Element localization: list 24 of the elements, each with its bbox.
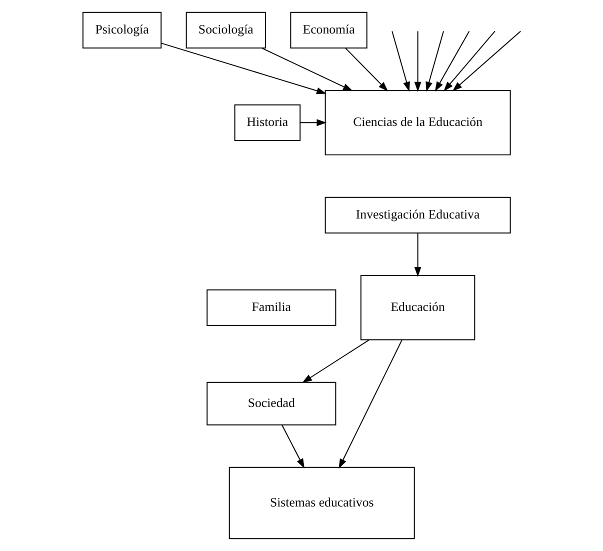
arrow [160,42,326,94]
node-box: Sociología [185,12,266,48]
arrow [414,30,421,92]
node-box: Economía [290,12,367,48]
node-box: Sociedad [206,382,336,426]
arrow [299,119,326,126]
node-box: Psicología [82,12,162,48]
arrow [452,30,521,92]
arrow [261,48,352,92]
arrow [344,48,388,92]
arrow [338,339,402,469]
node-box: Ciencias de la Educación [324,90,510,156]
node-box: Educación [360,275,475,340]
arrow [281,424,304,469]
node-box: Investigación Educativa [324,196,510,234]
arrow [391,30,410,92]
arrow [302,339,370,383]
arrow [434,30,470,92]
arrow [425,30,444,92]
node-box: Sistemas educativos [228,466,414,540]
arrow [414,232,421,277]
node-box: Historia [234,104,300,141]
node-box: Familia [206,289,336,326]
arrow [443,30,495,92]
